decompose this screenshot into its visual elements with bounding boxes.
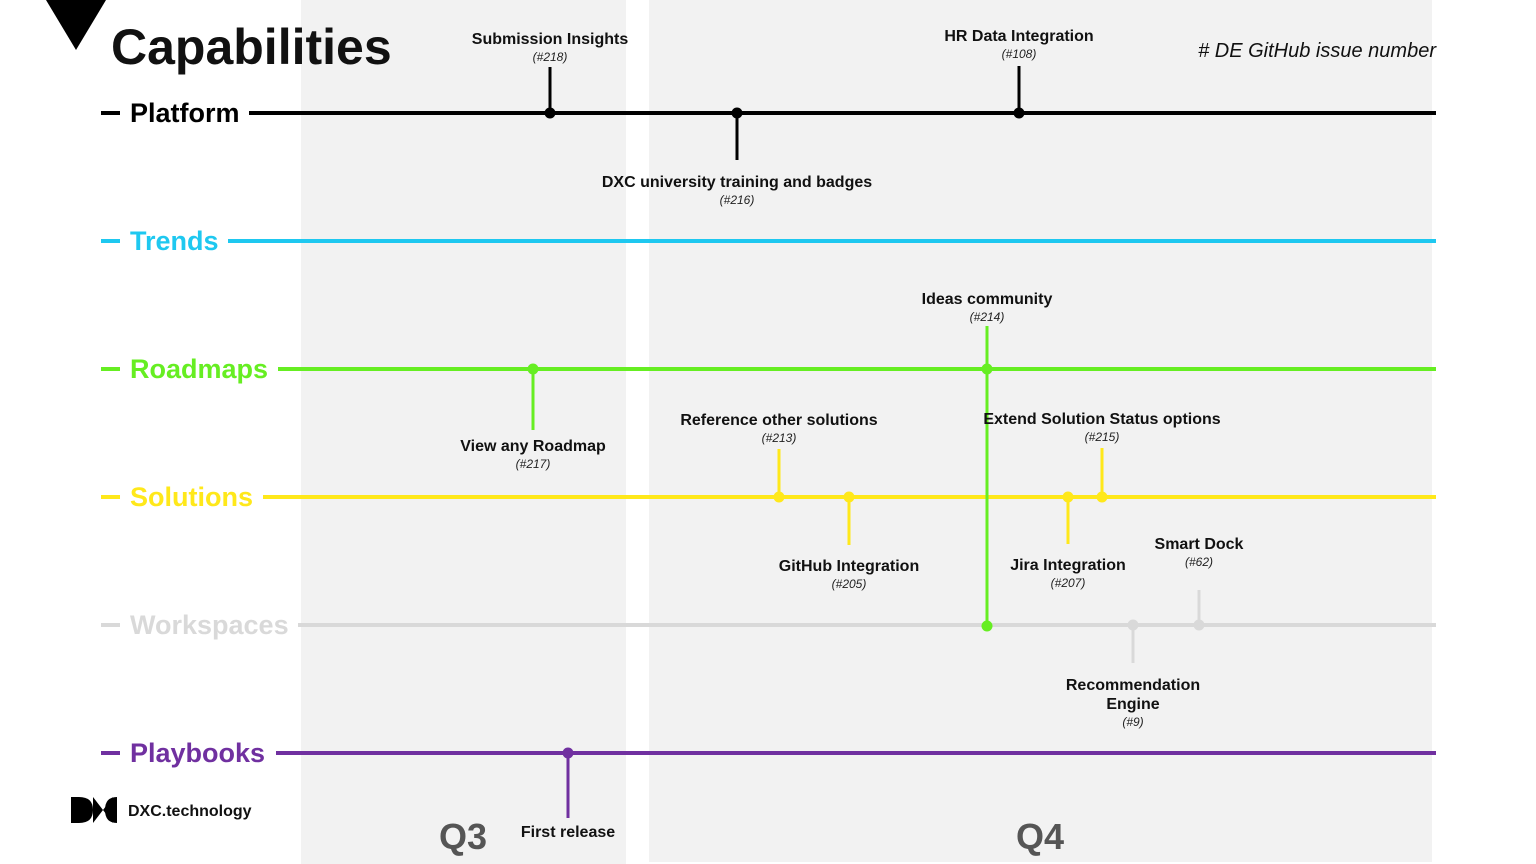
- issue-number-legend: # DE GitHub issue number: [1198, 40, 1437, 62]
- milestone-dot: [562, 747, 574, 759]
- milestone-label: Recommendation: [1066, 677, 1200, 694]
- milestone-hr-data-integration: HR Data Integration (#108): [944, 28, 1094, 119]
- milestone-reference-other-solutions: Reference other solutions (#213): [680, 412, 878, 503]
- lane-trends: Trends: [101, 226, 1436, 256]
- lane-roadmaps: Roadmaps: [101, 354, 1436, 384]
- milestone-view-any-roadmap: View any Roadmap (#217): [460, 363, 606, 471]
- milestone-issue-number: (#108): [1002, 47, 1037, 61]
- milestone-label: Jira Integration: [1010, 557, 1126, 574]
- milestone-label: Smart Dock: [1155, 536, 1244, 553]
- lane-label-solutions: Solutions: [130, 482, 253, 512]
- milestone-label: Submission Insights: [472, 31, 629, 48]
- milestone-smart-dock: Smart Dock (#62): [1155, 536, 1244, 631]
- milestone-issue-number: (#215): [1085, 430, 1120, 444]
- milestone-first-release: First release: [521, 747, 615, 841]
- milestone-dot: [1127, 619, 1139, 631]
- brand-name: DXC.technology: [128, 803, 252, 820]
- milestone-dot: [773, 491, 785, 503]
- milestone-dot: [1096, 491, 1108, 503]
- lane-playbooks: Playbooks: [101, 738, 1436, 768]
- milestone-github-integration: GitHub Integration (#205): [779, 491, 919, 591]
- milestone-dot: [544, 107, 556, 119]
- milestone-issue-number: (#205): [832, 577, 867, 591]
- milestone-submission-insights: Submission Insights (#218): [472, 31, 629, 119]
- milestone-issue-number: (#9): [1122, 715, 1143, 729]
- milestone-issue-number: (#217): [516, 457, 551, 471]
- milestones: Submission Insights (#218) DXC university …: [460, 28, 1243, 841]
- milestone-dot: [731, 107, 743, 119]
- milestone-extend-solution-status: Extend Solution Status options (#215): [983, 411, 1221, 503]
- milestone-label: View any Roadmap: [460, 438, 606, 455]
- milestone-label: Engine: [1106, 696, 1159, 713]
- milestone-label: Ideas community: [922, 291, 1053, 308]
- milestone-label: DXC university training and badges: [602, 174, 872, 191]
- lane-workspaces: Workspaces: [101, 610, 1436, 640]
- lane-label-roadmaps: Roadmaps: [130, 354, 268, 384]
- milestone-label: First release: [521, 824, 615, 841]
- milestone-dot: [527, 363, 539, 375]
- quarter-label-q3: Q3: [439, 816, 487, 857]
- milestone-label: Extend Solution Status options: [983, 411, 1220, 428]
- milestone-issue-number: (#218): [533, 50, 568, 64]
- quarter-panel-q3: [301, 0, 626, 864]
- milestone-issue-number: (#214): [970, 310, 1005, 324]
- milestone-dot: [1062, 491, 1074, 503]
- milestone-label: GitHub Integration: [779, 558, 919, 575]
- quarter-label-q4: Q4: [1016, 816, 1064, 857]
- lane-label-trends: Trends: [130, 226, 219, 256]
- title-marker-icon: [46, 0, 106, 50]
- milestone-issue-number: (#207): [1051, 576, 1086, 590]
- quarter-panel-q4: [649, 0, 1432, 862]
- lane-platform: Platform: [101, 98, 1436, 128]
- milestone-jira-integration: Jira Integration (#207): [1010, 491, 1126, 590]
- milestone-dot: [1193, 619, 1205, 631]
- milestone-end-dot: [981, 620, 993, 632]
- milestone-label: Reference other solutions: [680, 412, 877, 429]
- milestone-issue-number: (#213): [762, 431, 797, 445]
- milestone-ideas-community: Ideas community (#214): [922, 291, 1053, 632]
- dxc-logo-icon: [71, 797, 117, 823]
- milestone-dot: [843, 491, 855, 503]
- milestone-dxc-university: DXC university training and badges (#216): [602, 107, 872, 207]
- milestone-dot: [1013, 107, 1025, 119]
- milestone-label: HR Data Integration: [944, 28, 1093, 45]
- lane-label-workspaces: Workspaces: [130, 610, 289, 640]
- lane-label-playbooks: Playbooks: [130, 738, 265, 768]
- milestone-issue-number: (#62): [1185, 555, 1213, 569]
- milestone-dot: [981, 363, 993, 375]
- milestone-issue-number: (#216): [720, 193, 755, 207]
- page-title: Capabilities: [111, 19, 392, 75]
- lane-label-platform: Platform: [130, 98, 240, 128]
- swimlanes: PlatformTrendsRoadmapsSolutionsWorkspace…: [101, 98, 1436, 768]
